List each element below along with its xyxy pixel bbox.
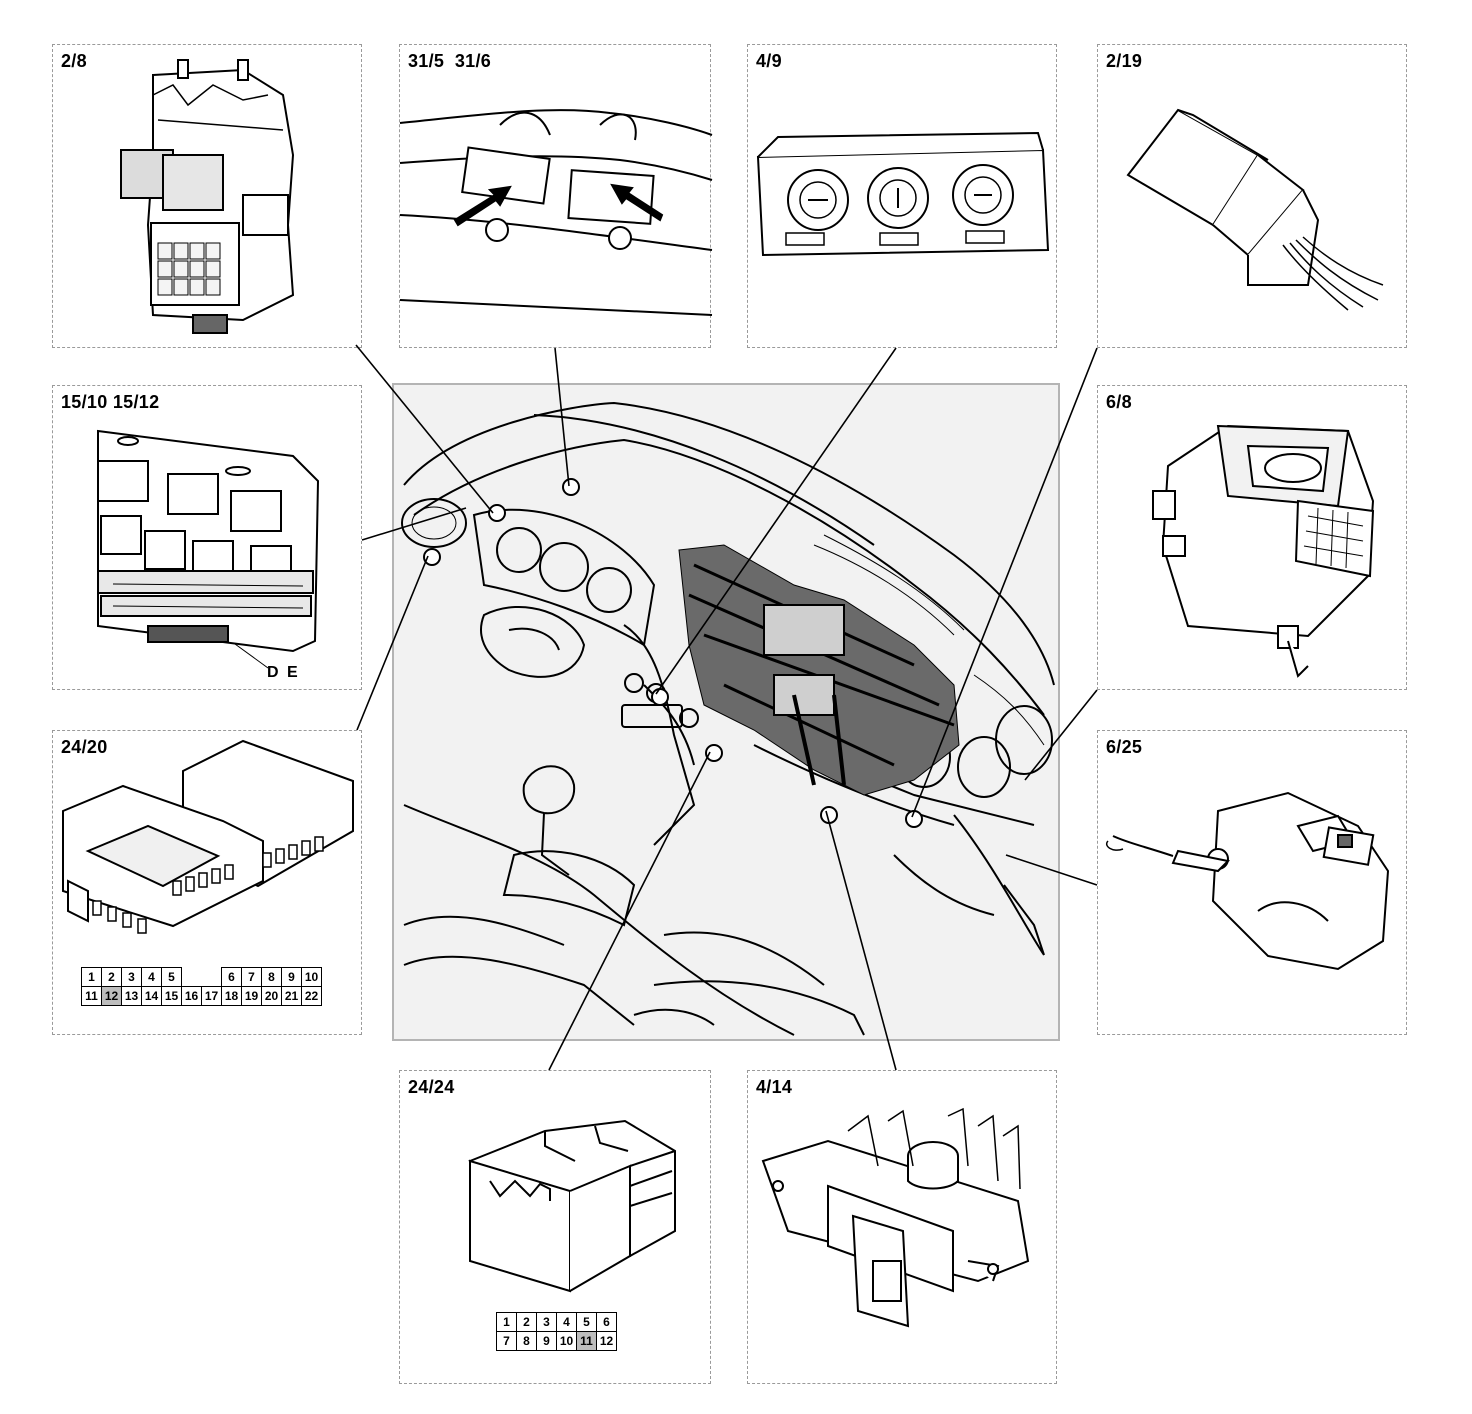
marker-31 bbox=[562, 478, 580, 496]
panel-6-8: 6/8 bbox=[1097, 385, 1407, 690]
pin-cell: 2 bbox=[516, 1312, 537, 1332]
arrow-right bbox=[610, 183, 664, 222]
marker-4-14 bbox=[820, 806, 838, 824]
pin-cell: 20 bbox=[261, 986, 282, 1006]
pin-cell-shaded: 12 bbox=[101, 986, 122, 1006]
pin-cell: 15 bbox=[161, 986, 182, 1006]
pin-cell: 7 bbox=[496, 1331, 517, 1351]
pin-row-1: 1 2 3 4 5 6 bbox=[496, 1312, 617, 1332]
blower-housing-drawing bbox=[1152, 424, 1375, 678]
marker-24-20 bbox=[423, 548, 441, 566]
actuator-drawing bbox=[1106, 791, 1390, 971]
pin-cell: 12 bbox=[596, 1331, 617, 1351]
pin-cell: 5 bbox=[161, 967, 182, 987]
arrow-left bbox=[453, 185, 512, 227]
fuse-relay-box-drawing bbox=[120, 59, 295, 334]
connector-24-24-drawing bbox=[468, 1119, 676, 1293]
panel-label: 2/19 bbox=[1106, 51, 1143, 71]
panel-15-10-15-12: 15/10 15/12 D E bbox=[52, 385, 362, 690]
pin-cell: 1 bbox=[496, 1312, 517, 1332]
pin-row-2: 11 12 13 14 15 16 17 18 19 20 21 22 bbox=[81, 986, 322, 1006]
pin-cell: 6 bbox=[596, 1312, 617, 1332]
pin-cell: 16 bbox=[181, 986, 202, 1006]
dashboard-drawing bbox=[401, 401, 1055, 1036]
pin-cell: 14 bbox=[141, 986, 162, 1006]
pin-table-24-20: 1 2 3 4 5 6 7 8 9 10 11 12 13 14 15 16 1… bbox=[81, 967, 322, 1006]
pin-cell: 9 bbox=[281, 967, 302, 987]
pin-row-2: 7 8 9 10 11 12 bbox=[496, 1331, 617, 1351]
marker-24-24 bbox=[705, 744, 723, 762]
panel-label: 15/10 15/12 bbox=[61, 392, 160, 412]
de-label: D E bbox=[267, 664, 300, 681]
relay-board-drawing bbox=[97, 429, 320, 669]
pin-cell: 1 bbox=[81, 967, 102, 987]
pin-cell: 3 bbox=[536, 1312, 557, 1332]
panel-label: 4/9 bbox=[756, 51, 782, 71]
pin-cell: 9 bbox=[536, 1331, 557, 1351]
panel-24-24: 24/24 1 2 3 4 5 6 7 8 9 10 11 12 bbox=[399, 1070, 711, 1384]
panel-label: 31/5 31/6 bbox=[408, 51, 492, 71]
panel-24-20: 24/20 1 2 3 4 5 6 7 8 bbox=[52, 730, 362, 1035]
pin-cell: 5 bbox=[576, 1312, 597, 1332]
pin-cell-shaded: 11 bbox=[576, 1331, 597, 1351]
panel-31-5-31-6: 31/5 31/6 bbox=[399, 44, 713, 348]
pin-cell: 10 bbox=[556, 1331, 577, 1351]
connector-24-20-drawing bbox=[62, 739, 354, 934]
marker-2-19 bbox=[905, 810, 923, 828]
climate-control-panel-drawing bbox=[756, 131, 1050, 257]
panel-label: 4/14 bbox=[756, 1077, 793, 1097]
pin-cell-empty bbox=[202, 968, 222, 987]
panel-label: 6/25 bbox=[1106, 737, 1143, 757]
pin-cell: 17 bbox=[201, 986, 222, 1006]
panel-label: 2/8 bbox=[61, 51, 87, 71]
sensor-connectors-drawing bbox=[399, 109, 713, 316]
pin-cell: 4 bbox=[556, 1312, 577, 1332]
dashboard-overview-illustration bbox=[392, 383, 1060, 1041]
pin-cell: 6 bbox=[221, 967, 242, 987]
panel-2-8: 2/8 bbox=[52, 44, 362, 348]
pin-cell: 7 bbox=[241, 967, 262, 987]
pin-cell: 2 bbox=[101, 967, 122, 987]
panel-label: 24/24 bbox=[408, 1077, 455, 1097]
panel-4-9: 4/9 bbox=[747, 44, 1057, 348]
panel-label: 6/8 bbox=[1106, 392, 1132, 412]
relay-drawing bbox=[1126, 108, 1384, 311]
panel-label: 24/20 bbox=[61, 737, 108, 757]
pin-row-1: 1 2 3 4 5 6 7 8 9 10 bbox=[81, 967, 322, 987]
pin-cell: 8 bbox=[516, 1331, 537, 1351]
pin-cell: 8 bbox=[261, 967, 282, 987]
pin-table-24-24: 1 2 3 4 5 6 7 8 9 10 11 12 bbox=[496, 1312, 617, 1351]
pin-cell: 19 bbox=[241, 986, 262, 1006]
pin-cell: 3 bbox=[121, 967, 142, 987]
pin-cell: 4 bbox=[141, 967, 162, 987]
panel-2-19: 2/19 bbox=[1097, 44, 1407, 348]
marker-4-9 bbox=[651, 688, 669, 706]
pin-cell-empty bbox=[182, 968, 202, 987]
panel-4-14: 4/14 bbox=[747, 1070, 1057, 1384]
pin-cell: 13 bbox=[121, 986, 142, 1006]
panel-6-25: 6/25 bbox=[1097, 730, 1407, 1035]
pin-cell: 22 bbox=[301, 986, 322, 1006]
pin-cell: 10 bbox=[301, 967, 322, 987]
blower-resistor-drawing bbox=[761, 1107, 1030, 1328]
pin-cell: 11 bbox=[81, 986, 102, 1006]
pin-cell: 18 bbox=[221, 986, 242, 1006]
pin-cell: 21 bbox=[281, 986, 302, 1006]
marker-2-8 bbox=[488, 504, 506, 522]
